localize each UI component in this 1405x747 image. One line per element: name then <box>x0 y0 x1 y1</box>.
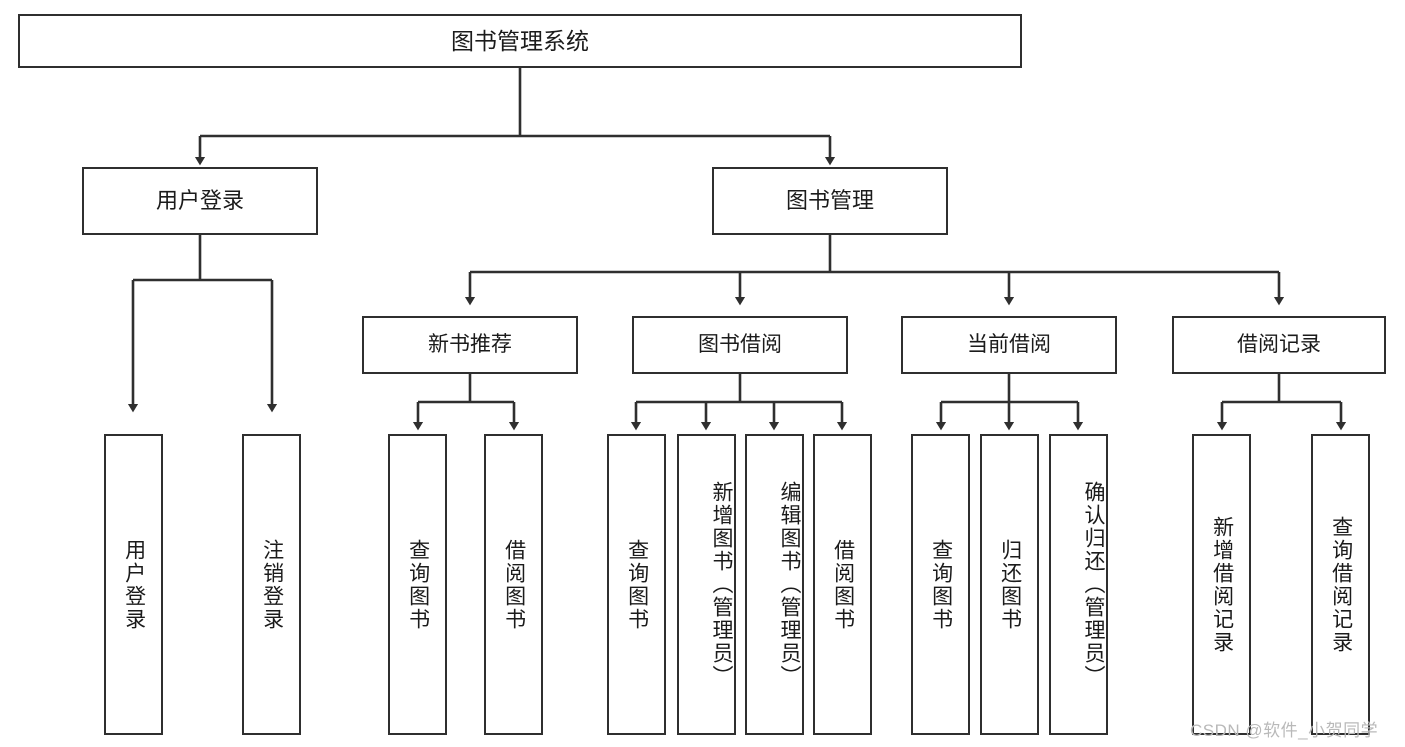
leaf-current-query-book[interactable]: 查询图书 <box>911 434 970 735</box>
node-current-borrow[interactable]: 当前借阅 <box>901 316 1117 374</box>
node-borrow-record[interactable]: 借阅记录 <box>1172 316 1386 374</box>
node-label: 编辑图书（管理员） <box>778 481 801 688</box>
node-book-borrow[interactable]: 图书借阅 <box>632 316 848 374</box>
node-user-login[interactable]: 用户登录 <box>82 167 318 235</box>
node-label: 用户登录 <box>122 538 146 631</box>
node-label: 借阅记录 <box>1237 332 1321 356</box>
node-label: 归还图书 <box>998 538 1022 631</box>
node-label: 用户登录 <box>155 188 244 214</box>
node-label: 新增借阅记录 <box>1210 515 1234 654</box>
node-label: 借阅图书 <box>502 538 526 631</box>
node-label: 确认归还（管理员） <box>1082 481 1105 688</box>
leaf-new-book-borrow[interactable]: 借阅图书 <box>484 434 543 735</box>
node-label: 图书管理系统 <box>451 27 589 54</box>
node-new-book-recommend[interactable]: 新书推荐 <box>362 316 578 374</box>
node-label: 图书借阅 <box>698 332 782 356</box>
node-label: 新增图书（管理员） <box>710 481 733 688</box>
node-root-system[interactable]: 图书管理系统 <box>18 14 1022 68</box>
node-label: 当前借阅 <box>967 332 1051 356</box>
leaf-user-login-logout[interactable]: 注销登录 <box>242 434 301 735</box>
leaf-borrow-query-book[interactable]: 查询图书 <box>607 434 666 735</box>
node-label: 新书推荐 <box>428 332 512 356</box>
node-label: 借阅图书 <box>831 538 855 631</box>
leaf-current-return-book[interactable]: 归还图书 <box>980 434 1039 735</box>
leaf-record-add[interactable]: 新增借阅记录 <box>1192 434 1251 735</box>
leaf-current-confirm-return[interactable]: 确认归还（管理员） <box>1049 434 1108 735</box>
watermark-text: CSDN @软件_小贺同学 <box>1190 721 1379 740</box>
node-label: 查询借阅记录 <box>1329 515 1353 654</box>
node-label: 查询图书 <box>929 538 953 631</box>
node-label: 图书管理 <box>785 188 874 214</box>
leaf-record-query[interactable]: 查询借阅记录 <box>1311 434 1370 735</box>
node-book-management[interactable]: 图书管理 <box>712 167 948 235</box>
leaf-borrow-add-book[interactable]: 新增图书（管理员） <box>677 434 736 735</box>
leaf-user-login-login[interactable]: 用户登录 <box>104 434 163 735</box>
node-label: 查询图书 <box>625 538 649 631</box>
node-label: 查询图书 <box>406 538 430 631</box>
leaf-borrow-edit-book[interactable]: 编辑图书（管理员） <box>745 434 804 735</box>
node-label: 注销登录 <box>260 538 284 631</box>
leaf-borrow-borrow-book[interactable]: 借阅图书 <box>813 434 872 735</box>
leaf-new-book-query[interactable]: 查询图书 <box>388 434 447 735</box>
